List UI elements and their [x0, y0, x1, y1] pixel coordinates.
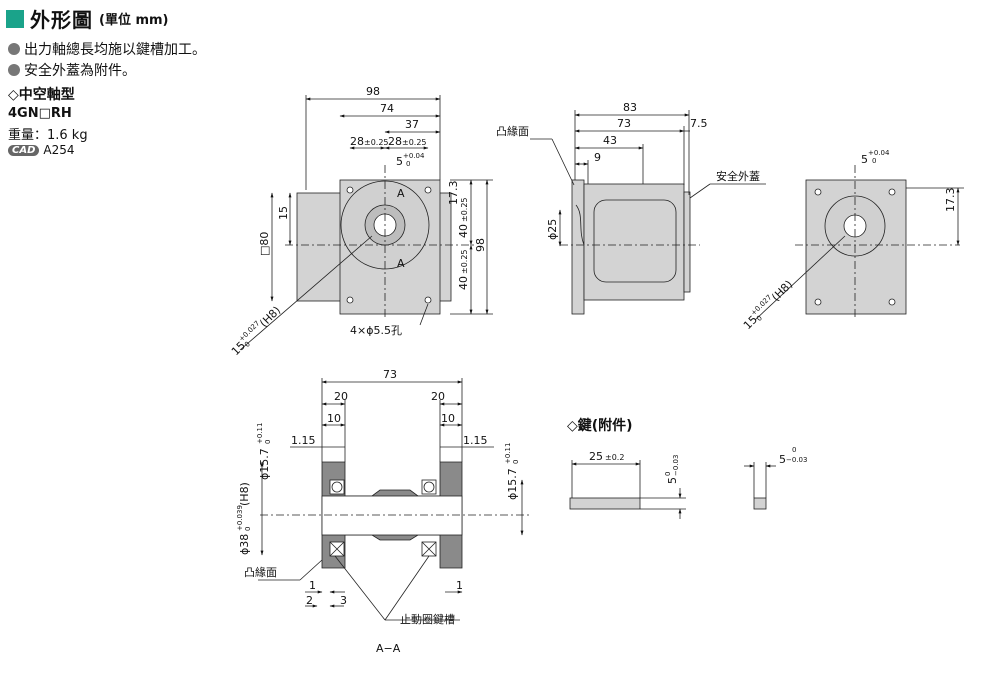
label-a-top: A — [397, 187, 405, 200]
rear-bore-tol-low: 0 — [755, 314, 764, 323]
dim-5-tol-up: +0.04 — [403, 152, 425, 160]
dim-98-top: 98 — [366, 85, 380, 98]
dim-28b: 28 — [388, 135, 402, 148]
page-title: 外形圖 (單位 mm) — [6, 4, 169, 33]
title-unit: (單位 mm) — [99, 13, 169, 28]
key-dim-5a-tol-low: −0.03 — [672, 455, 680, 476]
key-labels: ◇鍵(附件) 25 ±0.2 5 0 −0.03 5 0 −0.03 — [567, 417, 807, 484]
dim-40b-tol: ±0.25 — [460, 249, 469, 274]
key-drawing — [569, 460, 776, 519]
bullet-icon — [8, 43, 20, 55]
sec-dim-10a: 10 — [327, 412, 341, 425]
front-view — [239, 95, 493, 351]
dim-40b: 40 — [457, 276, 470, 290]
cad-link[interactable]: CAD A254 — [8, 143, 75, 157]
key-title: ◇鍵(附件) — [567, 417, 633, 434]
dim-phi25: ϕ25 — [546, 219, 559, 240]
dim-83: 83 — [623, 101, 637, 114]
sec-dim-73: 73 — [383, 368, 397, 381]
side-view — [530, 110, 766, 315]
holes-note: 4×ϕ5.5孔 — [350, 324, 402, 337]
title-text: 外形圖 — [30, 8, 93, 32]
sec-dim-20a: 20 — [334, 390, 348, 403]
sec-phi15-7-right-tol-low: 0 — [512, 460, 520, 464]
note-text: 安全外蓋為附件。 — [24, 63, 136, 79]
sec-label-aa: A−A — [376, 642, 401, 655]
dim-28b-tol: ±0.25 — [402, 138, 427, 147]
sec-phi15-7-left-tol-up: +0.11 — [256, 423, 264, 444]
sec-phi15-7-left: ϕ15.7 — [258, 448, 271, 480]
key-dim-5b-tol-low: −0.03 — [786, 456, 807, 464]
key-dim-25-tol: ±0.2 — [605, 453, 624, 462]
rear-dim-17-3: 17.3 — [944, 188, 957, 213]
note-1: 出力軸總長均施以鍵槽加工。 — [8, 39, 206, 59]
rear-view — [754, 165, 964, 321]
dim-5-tol-low: 0 — [406, 160, 410, 168]
rear-dim-5-tol-low: 0 — [872, 157, 876, 165]
sec-phi38-tol-low: 0 — [244, 527, 252, 531]
dim-7-5: 7.5 — [690, 117, 708, 130]
dim-28a: 28 — [350, 135, 364, 148]
side-view-labels: 83 73 7.5 43 9 凸緣面 安全外蓋 ϕ25 — [496, 101, 760, 240]
rear-bore-fit: (H8) — [769, 278, 795, 304]
dim-73: 73 — [617, 117, 631, 130]
sec-phi38-tol-up: +0.039 — [236, 505, 244, 531]
sec-dim-20b: 20 — [431, 390, 445, 403]
sec-dim-3: 3 — [340, 594, 347, 607]
weight-text: 重量：1.6 kg — [8, 128, 88, 143]
sec-h8: (H8) — [238, 482, 251, 506]
rear-dim-5-tol-up: +0.04 — [868, 149, 890, 157]
sec-dim-10b: 10 — [441, 412, 455, 425]
label-a-bottom: A — [397, 257, 405, 270]
title-marker-icon — [6, 9, 24, 28]
sec-phi15-7-left-tol-low: 0 — [264, 440, 272, 444]
note-text: 出力軸總長均施以鍵槽加工。 — [24, 42, 206, 58]
dim-5: 5 — [396, 155, 403, 168]
section-view — [258, 378, 530, 621]
label-cover: 安全外蓋 — [716, 169, 760, 183]
cad-code: A254 — [43, 143, 75, 157]
dim-98-side: 98 — [474, 238, 487, 252]
key-dim-5a-tol-up: 0 — [664, 472, 672, 476]
section-title: ◇中空軸型 — [8, 87, 75, 103]
key-dim-5b-tol-up: 0 — [792, 446, 796, 454]
sec-phi38: ϕ38 — [238, 534, 251, 555]
dim-43: 43 — [603, 134, 617, 147]
rear-dim-5: 5 — [861, 153, 868, 166]
sec-phi15-7-right-tol-up: +0.11 — [504, 443, 512, 464]
key-dim-5b: 5 — [779, 453, 786, 466]
model-number: 4GN□RH — [8, 106, 72, 121]
sec-dim-1-15b: 1.15 — [463, 434, 488, 447]
bore-fit: (H8) — [257, 304, 283, 330]
dim-40a-tol: ±0.25 — [460, 197, 469, 222]
dim-17-3: 17.3 — [447, 181, 460, 206]
cad-badge-icon: CAD — [8, 144, 40, 156]
dim-28a-tol: ±0.25 — [364, 138, 389, 147]
bore-tol-up: +0.027 — [237, 319, 261, 343]
bore-tol-low: 0 — [243, 340, 252, 349]
note-2: 安全外蓋為附件。 — [8, 60, 136, 80]
label-flange: 凸緣面 — [496, 125, 529, 138]
sec-dim-1-15a: 1.15 — [291, 434, 316, 447]
dim-sq80: □80 — [258, 232, 271, 256]
sec-phi15-7-right: ϕ15.7 — [506, 468, 519, 500]
bullet-icon — [8, 64, 20, 76]
sec-dim-1b: 1 — [456, 579, 463, 592]
key-dim-5a: 5 — [666, 477, 679, 484]
sec-label-flange: 凸緣面 — [244, 566, 277, 579]
front-view-labels: 98 74 37 28 ±0.25 28 ±0.25 5 +0.04 0 A A… — [229, 85, 487, 358]
dim-74: 74 — [380, 102, 394, 115]
key-dim-25: 25 — [589, 450, 603, 463]
dim-9: 9 — [594, 151, 601, 164]
sec-label-groove: 止動圈鍵槽 — [400, 612, 455, 626]
sec-dim-2: 2 — [306, 594, 313, 607]
dim-15: 15 — [277, 206, 290, 220]
dim-40a: 40 — [457, 224, 470, 238]
sec-dim-1a: 1 — [309, 579, 316, 592]
dim-37: 37 — [405, 118, 419, 131]
section-view-labels: 73 20 20 10 10 1.15 1.15 ϕ15.7 +0.11 0 ϕ… — [236, 368, 520, 655]
